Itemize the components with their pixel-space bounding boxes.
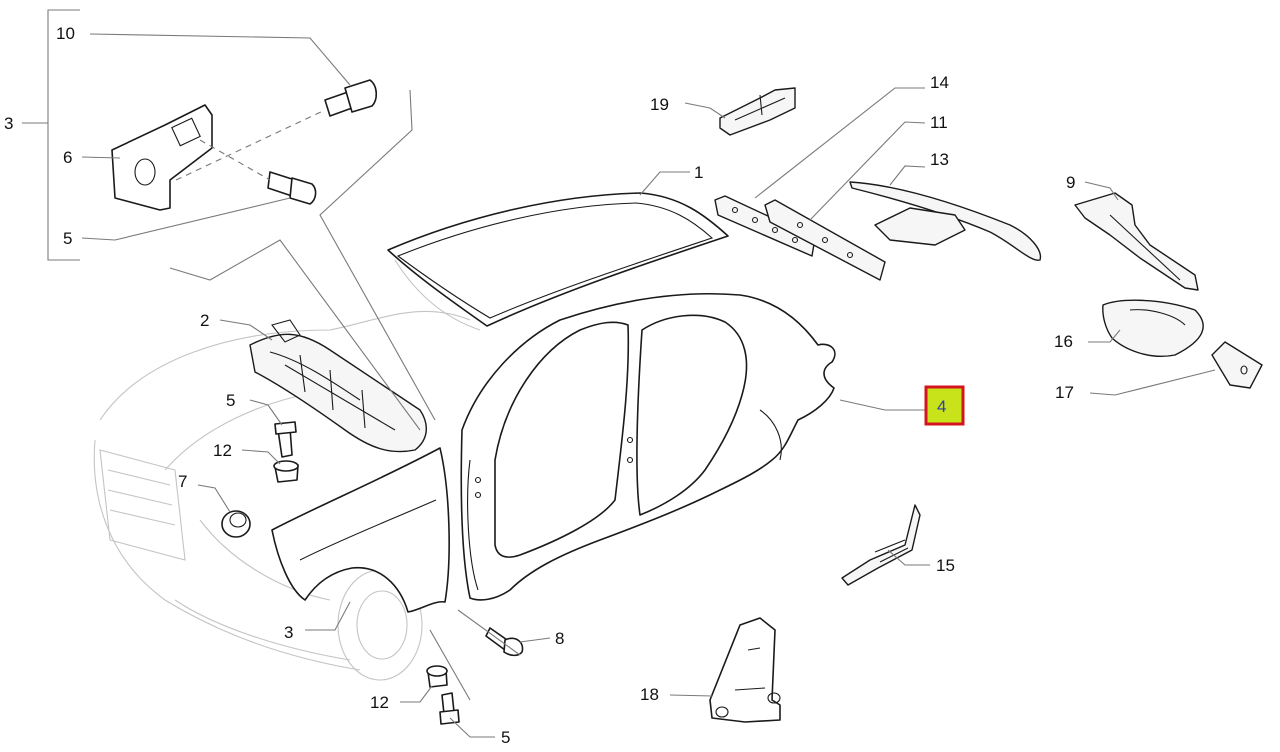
bolt-5-mid[interactable] [274, 421, 297, 458]
leader-1 [639, 171, 690, 196]
callout-8[interactable]: 8 [555, 629, 564, 648]
wheelhouse-16[interactable] [1102, 299, 1204, 357]
callout-9[interactable]: 9 [1066, 173, 1075, 192]
selected-callout-highlight [924, 385, 965, 426]
leader-3-bottom [305, 601, 351, 631]
bracket-18[interactable] [709, 617, 781, 723]
leader-13 [889, 165, 926, 186]
leader-15 [887, 549, 930, 566]
leader-11 [809, 121, 926, 221]
rail-11[interactable] [764, 199, 886, 281]
body-side-panel[interactable] [460, 292, 836, 601]
leader-5-bottom [449, 717, 495, 738]
leader-12-bottom [400, 685, 433, 703]
callout-14[interactable]: 14 [930, 73, 949, 92]
nut-12-mid[interactable] [273, 460, 299, 483]
pillar-trim-9[interactable] [1074, 192, 1199, 291]
fender-alignment-line [429, 629, 471, 701]
callout-12-bottom[interactable]: 12 [370, 693, 389, 712]
callout-16[interactable]: 16 [1054, 332, 1073, 351]
leader-6 [81, 156, 121, 159]
leader-7 [197, 484, 231, 513]
leader-17 [1089, 369, 1216, 396]
leader-16 [1088, 329, 1121, 343]
rear-shelf-13[interactable] [849, 181, 1042, 261]
callout-19[interactable]: 19 [650, 95, 669, 114]
leader-10 [89, 33, 351, 86]
bolt-5-inset[interactable] [267, 171, 317, 205]
leader-18 [669, 694, 713, 697]
leader-4 [839, 399, 926, 411]
bracket-17[interactable] [1211, 341, 1263, 389]
leader-5-mid [249, 399, 283, 426]
car-ghost-outline [93, 259, 481, 681]
callout-12-mid[interactable]: 12 [213, 441, 232, 460]
callout-1[interactable]: 1 [694, 163, 703, 182]
cowl-cross-member[interactable] [249, 319, 427, 453]
grommet[interactable] [221, 510, 251, 538]
leader-8 [519, 637, 551, 643]
leader-9 [1084, 181, 1119, 201]
inset-to-body-line [169, 239, 421, 431]
callout-15[interactable]: 15 [936, 556, 955, 575]
callout-4[interactable]: 4 [937, 397, 946, 416]
inset-bracket [47, 9, 80, 261]
leader-19 [684, 102, 726, 119]
bracket[interactable] [111, 104, 213, 211]
leader-2 [219, 319, 273, 341]
rail-14[interactable] [714, 195, 816, 257]
fender-alignment-line [457, 609, 521, 656]
inset-to-body-line [319, 89, 436, 421]
alignment-line [199, 139, 271, 181]
roof-panel[interactable] [387, 192, 729, 327]
callout-18[interactable]: 18 [640, 685, 659, 704]
bolt-8[interactable] [485, 627, 524, 657]
bolt-10[interactable] [324, 79, 378, 117]
nut-12-bottom[interactable] [426, 665, 448, 688]
bracket-15[interactable] [841, 504, 921, 586]
callout-11[interactable]: 11 [930, 113, 948, 132]
alignment-line [175, 109, 326, 181]
callout-17[interactable]: 17 [1055, 383, 1074, 402]
callout-13[interactable]: 13 [930, 150, 949, 169]
callout-2[interactable]: 2 [200, 311, 209, 330]
callout-5-mid[interactable]: 5 [226, 391, 235, 410]
leader-14 [754, 87, 925, 199]
callout-7[interactable]: 7 [178, 472, 187, 491]
reinforcement-19[interactable] [719, 87, 796, 136]
callout-5-bottom[interactable]: 5 [501, 728, 510, 747]
callout-5-top[interactable]: 5 [63, 229, 72, 248]
bolt-5-bottom[interactable] [439, 692, 460, 725]
callout-6[interactable]: 6 [63, 148, 72, 167]
callout-3-bottom[interactable]: 3 [284, 623, 293, 642]
front-fender[interactable] [271, 447, 450, 613]
leader-12-mid [241, 449, 281, 465]
callout-10[interactable]: 10 [56, 24, 75, 43]
leader-5-top [81, 197, 291, 241]
callout-3-top[interactable]: 3 [4, 114, 13, 133]
